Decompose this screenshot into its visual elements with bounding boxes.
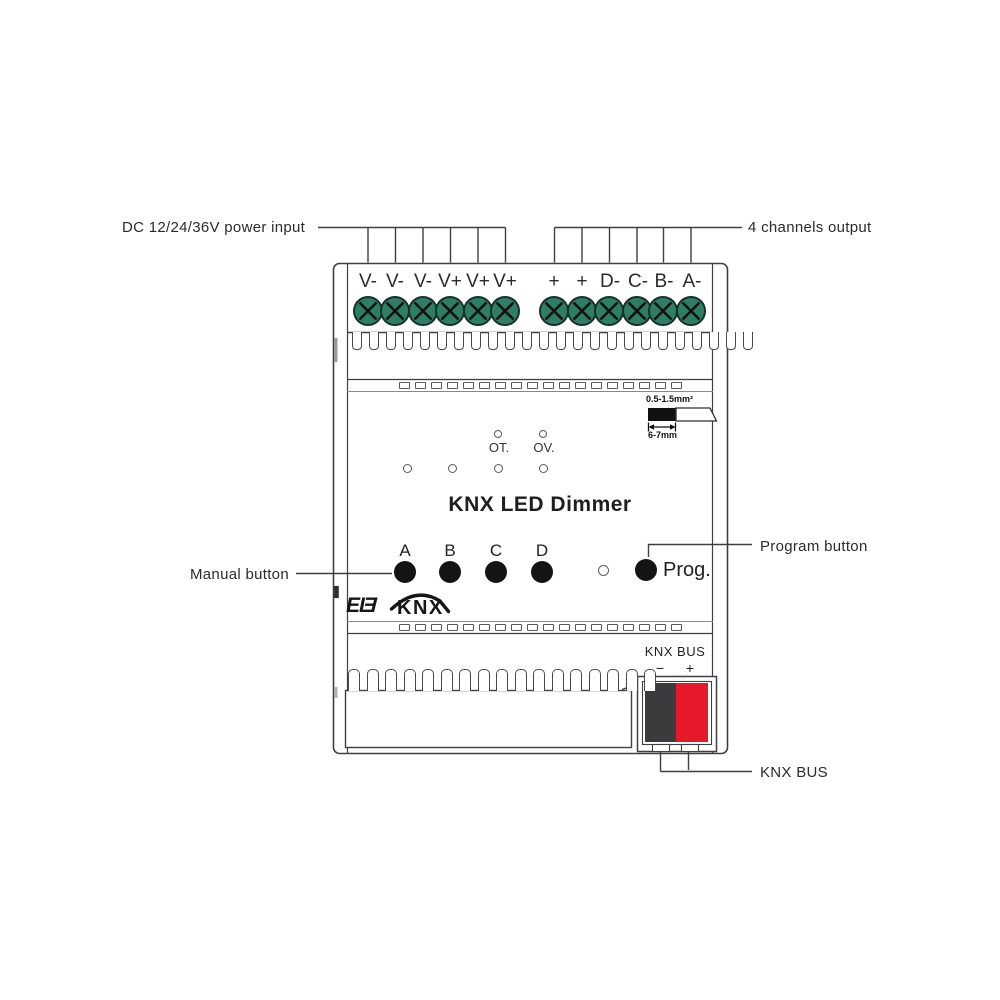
bus-minus-sign: − [655,660,665,676]
channel-c-button [485,561,507,583]
terminal-label-out-6: A- [682,271,702,292]
wire-gauge-stripped-end [648,408,676,421]
knx-logo-arc [389,593,451,614]
terminal-label-out-2: + [576,271,588,292]
channel-c-led [493,463,503,473]
prog-button-label: Prog. [663,559,711,581]
terminal-label-power-1: V- [359,271,377,292]
channel-a-led [402,463,412,473]
din-rail-slide [344,689,633,749]
bus-connector-tab [651,743,671,753]
wire-gauge-cross-section: 0.5-1.5mm² [646,394,694,404]
manual-button-label: Manual button [190,566,289,583]
ov-led [539,430,547,438]
channel-b-button [439,561,461,583]
top-vent-row [399,382,682,389]
bus-connector-tab [680,743,700,753]
terminal-label-out-4: C- [627,271,649,292]
knx-bus-callout-lines [659,751,752,773]
terminal-label-power-3: V- [414,271,432,292]
bottom-vent-row [399,624,682,631]
channels-output-callout-lines [553,226,742,263]
ot-led [494,430,502,438]
wire-gauge-insulation [675,407,718,422]
bus-connector-label: KNX BUS [644,644,706,659]
button-c-label: C [489,541,503,560]
power-input-label: DC 12/24/36V power input [122,219,306,236]
power-input-callout-lines [318,226,507,263]
bus-plus-sign: + [685,660,695,676]
eib-logo-text: EI [346,594,365,617]
button-b-label: B [444,541,456,560]
bus-terminal-plus-block [676,683,708,742]
button-d-label: D [535,541,549,560]
rail-notch [334,338,338,362]
ov-led-label: OV. [533,440,555,455]
wire-gauge-strip-length: 6-7mm [648,430,678,440]
rail-notch [333,586,339,598]
terminal-label-power-5: V+ [466,271,490,292]
channel-d-led [538,463,548,473]
knx-bus-callout-label: KNX BUS [760,764,828,781]
channel-d-button [531,561,553,583]
terminal-label-out-5: B- [654,271,674,292]
program-button-label: Program button [760,538,868,555]
device-title: KNX LED Dimmer [448,493,632,516]
channel-a-button [394,561,416,583]
terminal-label-out-3: D- [599,271,621,292]
bus-terminal-minus-block [645,683,676,742]
knx-logo-text: KNX [397,597,444,619]
ot-led-label: OT. [488,440,510,455]
terminal-label-power-2: V- [386,271,404,292]
channel-b-led [447,463,457,473]
prog-button [635,559,657,581]
eib-logo: EIE [346,594,382,618]
terminal-label-out-1: + [548,271,560,292]
rail-notch [334,687,338,698]
terminal-label-power-6: V+ [493,271,517,292]
terminal-label-power-4: V+ [438,271,462,292]
channels-output-label: 4 channels output [748,219,872,236]
button-a-label: A [399,541,411,560]
arrow-left-head [648,424,654,430]
prog-led [597,564,609,576]
program-button-callout-line [647,543,752,557]
arrow-right-head [670,424,676,430]
bottom-fin-row [348,669,656,691]
terminal-teeth [352,332,753,350]
